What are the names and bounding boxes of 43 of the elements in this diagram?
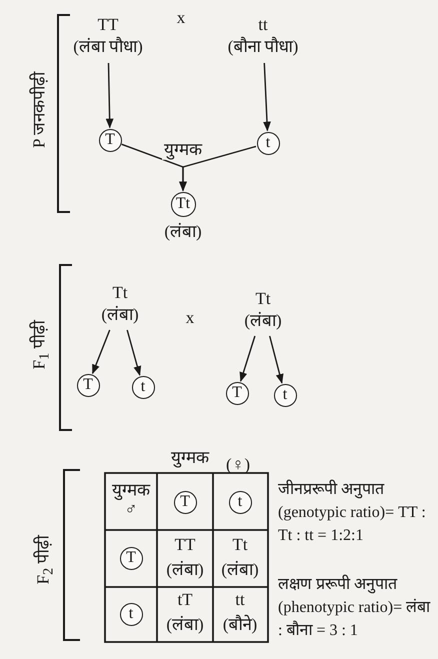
label-text: x xyxy=(186,308,194,328)
circled-letter: T xyxy=(174,490,196,514)
arrow xyxy=(179,146,256,192)
arrow xyxy=(126,330,142,376)
arrow xyxy=(263,62,271,132)
ratio-text: लक्षण प्ररूपी अनुपात (phenotypic ratio)= लंबा : बौना = 3 : 1 xyxy=(278,574,432,642)
trait-text: (लंबा) xyxy=(244,310,282,332)
circled-letter: t xyxy=(132,376,154,398)
label-text: tT xyxy=(177,590,193,610)
circled-letter: t xyxy=(256,132,280,154)
trait-text: (लंबा) xyxy=(101,304,139,326)
arrow xyxy=(92,330,110,374)
label-text: (बौने) xyxy=(222,614,258,636)
circled-letter: T xyxy=(120,546,142,570)
label-text: x xyxy=(176,8,186,28)
trait-text: (लंबा) xyxy=(164,222,202,242)
circled-letter: T xyxy=(98,128,122,152)
genotype-text: TT xyxy=(98,14,118,36)
label-text: (♀) xyxy=(226,454,250,476)
label-text: TT xyxy=(174,534,196,556)
circled-letter: t xyxy=(274,384,296,406)
circled-letter: T xyxy=(76,374,100,396)
circled-letter: t xyxy=(228,490,252,514)
trait-text: (बौना पौधा) xyxy=(228,36,298,58)
label-text: tt xyxy=(235,590,245,610)
generation-label: P जनकपीढ़ी xyxy=(28,72,50,148)
label-text: (लंबा) xyxy=(166,560,204,580)
circled-letter: T xyxy=(226,382,248,404)
circled-letter: Tt xyxy=(170,192,196,216)
table-header-text: युग्मक ♂ xyxy=(111,481,152,519)
trait-text: (लंबा पौधा) xyxy=(73,36,143,58)
label-text: (लंबा) xyxy=(221,560,259,580)
label-text: Tt xyxy=(232,534,248,556)
genotype-text: Tt xyxy=(255,288,271,310)
genotype-text: Tt xyxy=(112,282,128,304)
ratio-text: जीनप्ररूपी अनुपात (genotypic ratio)= TT : Tt : tt = 1:2:1 xyxy=(278,478,427,546)
arrow xyxy=(240,336,256,382)
circled-letter: t xyxy=(120,602,142,626)
label-text: (लंबा) xyxy=(166,614,204,636)
arrow xyxy=(106,62,114,128)
arrow xyxy=(269,336,284,384)
label-text: युग्मक xyxy=(171,448,209,468)
genotype-text: tt xyxy=(258,14,268,36)
